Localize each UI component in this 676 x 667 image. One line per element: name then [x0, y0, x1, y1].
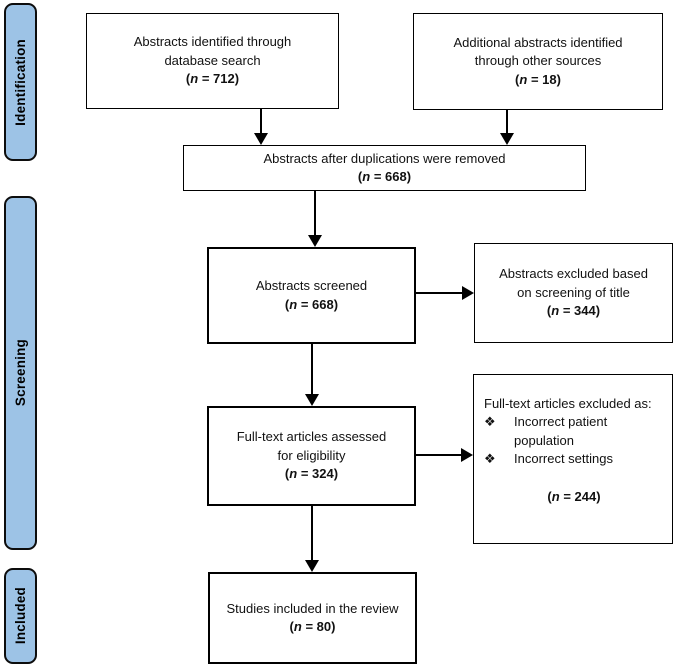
arrow-screened-to-fulltext: [311, 344, 313, 395]
box-fulltext-assessed: Full-text articles assessed for eligibil…: [207, 406, 416, 506]
box-text-line: Full-text articles assessed: [236, 429, 387, 445]
stage-bar-identification: Identification: [4, 3, 37, 161]
box-abstracts-excluded-title: Abstracts excluded based on screening of…: [474, 243, 673, 343]
count-value: = 668): [370, 169, 412, 184]
box-text-line: Abstracts excluded based: [499, 266, 648, 282]
count-n-symbol: n: [362, 169, 371, 184]
arrow-screened-to-excluded: [416, 292, 463, 294]
diamond-bullet-icon: ❖: [484, 451, 496, 467]
box-abstracts-identified-other-sources: Additional abstracts identified through …: [413, 13, 663, 110]
box-abstracts-identified-database: Abstracts identified through database se…: [86, 13, 339, 109]
bullet-text: Incorrect patient population: [514, 414, 608, 448]
box-abstracts-screened: Abstracts screened (n = 668): [207, 247, 416, 344]
box-fulltext-excluded: Full-text articles excluded as: ❖ Incorr…: [473, 374, 673, 544]
arrowhead-down-icon: [308, 235, 322, 247]
count-open-paren: (: [185, 71, 191, 87]
count-n-symbol: n: [551, 488, 560, 504]
bullet-item: ❖ Incorrect patient population: [484, 413, 664, 450]
box-text-line: Studies included in the review: [226, 600, 399, 616]
count-line: (n = 668): [285, 296, 338, 314]
count-n-symbol: n: [551, 303, 560, 319]
box-abstracts-after-duplications-removed: Abstracts after duplications were remove…: [183, 145, 586, 191]
arrowhead-right-icon: [461, 448, 473, 462]
arrow-fulltext-to-excluded: [416, 454, 462, 456]
box-text-line: on screening of title: [517, 284, 630, 300]
arrow-dedup-to-screened: [314, 191, 316, 236]
box-text-line: Full-text articles excluded as:: [484, 396, 652, 411]
arrow-fulltext-to-included: [311, 506, 313, 561]
count-open-paren: (: [284, 296, 290, 312]
arrowhead-down-icon: [305, 560, 319, 572]
stage-bar-included: Included: [4, 568, 37, 664]
box-text-line: for eligibility: [277, 447, 346, 463]
count-open-paren: (: [289, 619, 294, 634]
count-line: (n = 18): [515, 71, 561, 89]
count-line: (n = 712): [186, 70, 239, 88]
box-text-line: Additional abstracts identified: [453, 34, 623, 50]
arrowhead-down-icon: [254, 133, 268, 145]
count-value: = 80): [301, 619, 336, 634]
count-value: = 324): [297, 466, 339, 482]
count-line: (n = 668): [358, 168, 411, 186]
count-line: (n = 244): [484, 488, 664, 506]
count-n-symbol: n: [190, 71, 199, 87]
count-n-symbol: n: [289, 466, 298, 482]
count-value: = 244): [559, 488, 601, 504]
count-line: (n = 324): [285, 465, 338, 483]
count-line: (n = 80): [290, 618, 336, 636]
count-value: = 18): [527, 71, 561, 87]
arrowhead-down-icon: [305, 394, 319, 406]
count-value: = 668): [297, 296, 339, 312]
box-text-line: Abstracts after duplications were remove…: [263, 150, 506, 166]
count-n-symbol: n: [293, 619, 302, 634]
bullet-item: ❖ Incorrect settings: [484, 450, 664, 468]
count-open-paren: (: [284, 466, 290, 482]
count-value: = 344): [559, 303, 601, 319]
count-open-paren: (: [546, 303, 552, 319]
box-text-line: database search: [164, 52, 261, 68]
arrow-other-to-dedup: [506, 110, 508, 134]
stage-label-screening: Screening: [13, 339, 28, 407]
bullet-text: Incorrect settings: [514, 451, 613, 467]
box-studies-included: Studies included in the review (n = 80): [208, 572, 417, 664]
stage-label-included: Included: [13, 587, 28, 645]
count-n-symbol: n: [289, 296, 298, 312]
count-open-paren: (: [515, 71, 520, 87]
count-value: = 712): [198, 71, 240, 87]
arrowhead-down-icon: [500, 133, 514, 145]
count-open-paren: (: [547, 488, 552, 504]
count-line: (n = 344): [547, 302, 600, 320]
stage-bar-screening: Screening: [4, 196, 37, 550]
diamond-bullet-icon: ❖: [484, 414, 496, 430]
arrowhead-right-icon: [462, 286, 474, 300]
box-text-line: Abstracts screened: [255, 278, 368, 294]
box-text-line: through other sources: [474, 53, 602, 69]
stage-label-identification: Identification: [13, 38, 28, 126]
box-text-line: Abstracts identified through: [133, 34, 292, 50]
arrow-db-to-dedup: [260, 109, 262, 134]
count-open-paren: (: [357, 169, 363, 184]
count-n-symbol: n: [519, 71, 528, 87]
